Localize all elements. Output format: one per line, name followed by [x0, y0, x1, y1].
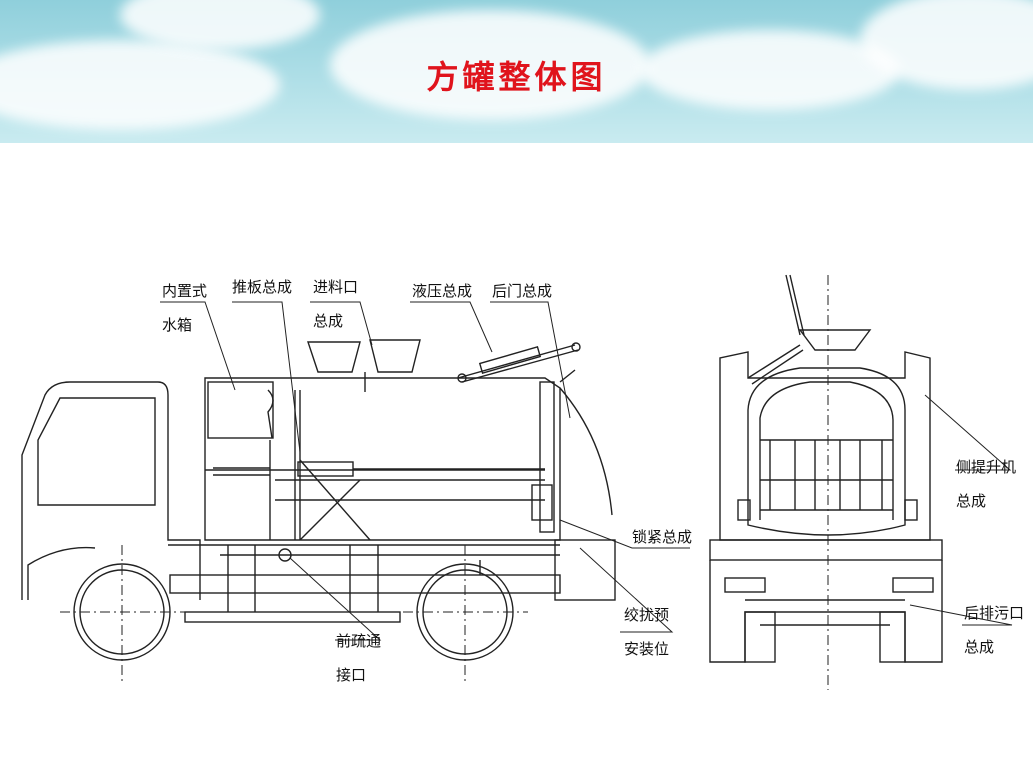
label-feed-inlet-1: 进料口 [313, 278, 359, 296]
rear-view [709, 274, 943, 663]
label-front-drain-2: 接口 [336, 666, 367, 684]
hydraulic-cylinder [457, 342, 581, 383]
cloud-shape [330, 10, 650, 120]
feed-hopper [307, 339, 421, 392]
leader-lines [160, 301, 1013, 641]
label-push-plate: 推板总成 [232, 278, 293, 296]
label-winch-2: 安装位 [624, 640, 670, 658]
label-front-drain-1: 前疏通 [336, 632, 382, 650]
truck-cab [21, 381, 201, 600]
cloud-shape [0, 40, 280, 130]
label-side-lift-2: 总成 [956, 492, 987, 510]
cloud-shape [640, 30, 900, 110]
label-lock: 锁紧总成 [632, 528, 693, 546]
label-rear-drain-2: 总成 [964, 638, 995, 656]
sky-banner: 方罐整体图 [0, 0, 1033, 143]
tank-body [204, 369, 613, 556]
truck-diagram [21, 274, 1013, 690]
label-feed-inlet-2: 总成 [313, 312, 344, 330]
label-rear-drain-1: 后排污口 [964, 604, 1025, 622]
label-rear-door: 后门总成 [492, 282, 553, 300]
truck-chassis [168, 539, 616, 623]
label-hydraulic: 液压总成 [412, 282, 473, 300]
label-water-tank-1: 内置式 [162, 282, 208, 300]
label-water-tank-2: 水箱 [162, 316, 193, 334]
label-side-lift-1: 侧提升机 [956, 458, 1017, 476]
page-title: 方罐整体图 [426, 58, 607, 96]
label-winch-1: 绞扰预 [624, 606, 670, 624]
